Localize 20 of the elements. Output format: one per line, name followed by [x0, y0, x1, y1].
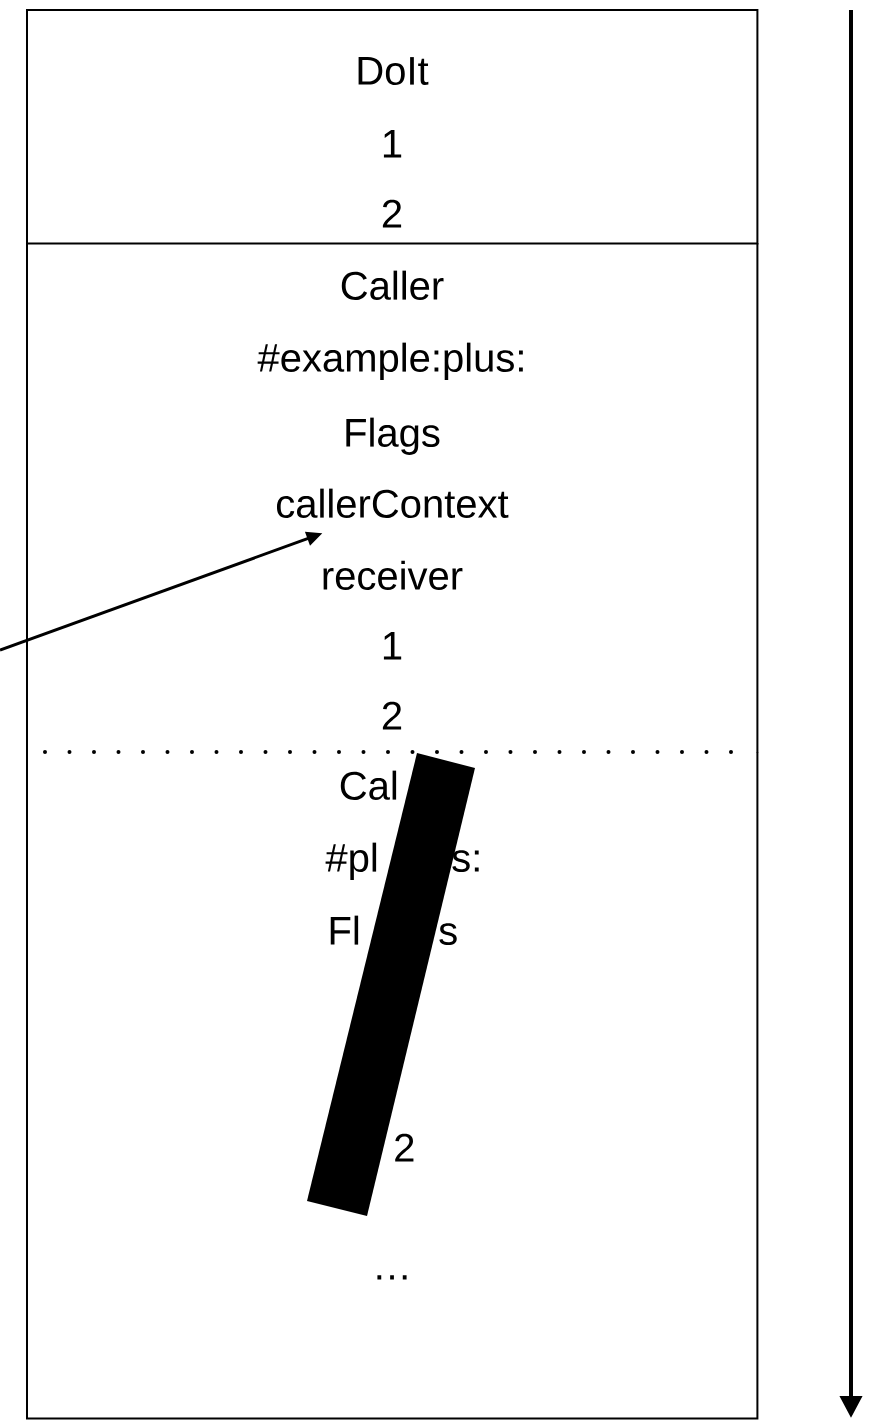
- frame-field: Cal: [340, 770, 397, 800]
- frame-field: s: [439, 923, 457, 945]
- frame-field: Caller: [341, 270, 444, 300]
- frame-field: …: [377, 1275, 407, 1280]
- frame-field: s:: [452, 850, 479, 872]
- frame-field: 1: [383, 632, 402, 660]
- stack-frame: [26, 751, 759, 1420]
- frame-field: 2: [382, 199, 402, 228]
- frame-field: #example:plus:: [257, 342, 523, 380]
- stack-frame: [26, 242, 759, 754]
- frame-field: 2: [382, 701, 402, 730]
- frame-field: DoIt: [358, 57, 429, 85]
- frame-field: 2: [395, 1133, 414, 1162]
- frame-field: callerContext: [276, 488, 509, 518]
- frame-field: #pl: [325, 842, 377, 880]
- frame-field: receiver: [323, 560, 463, 590]
- stack-frame: [26, 9, 759, 245]
- frame-field: Fl: [330, 915, 359, 945]
- frame-field: Flags: [346, 417, 440, 455]
- frame-field: 1: [383, 130, 402, 158]
